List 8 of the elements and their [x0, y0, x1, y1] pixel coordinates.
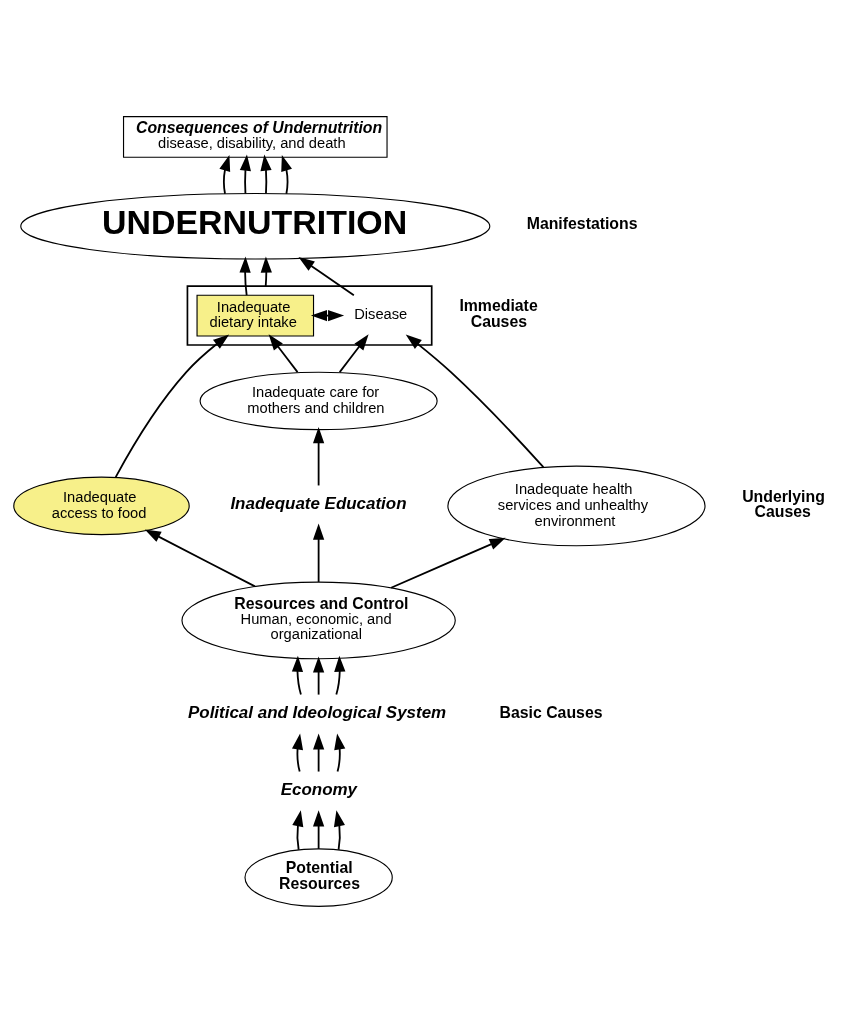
node-text: Economy: [280, 780, 357, 800]
node-text: Inadequate Education: [229, 493, 407, 513]
label: Underlying Causes: [741, 487, 825, 521]
label: Immediate Causes: [458, 297, 538, 331]
node-text: Disease: [353, 306, 407, 323]
node-text: Political and Ideological System: [187, 703, 446, 723]
label: Basic Causes: [499, 704, 603, 722]
label: Manifestations: [526, 215, 638, 233]
